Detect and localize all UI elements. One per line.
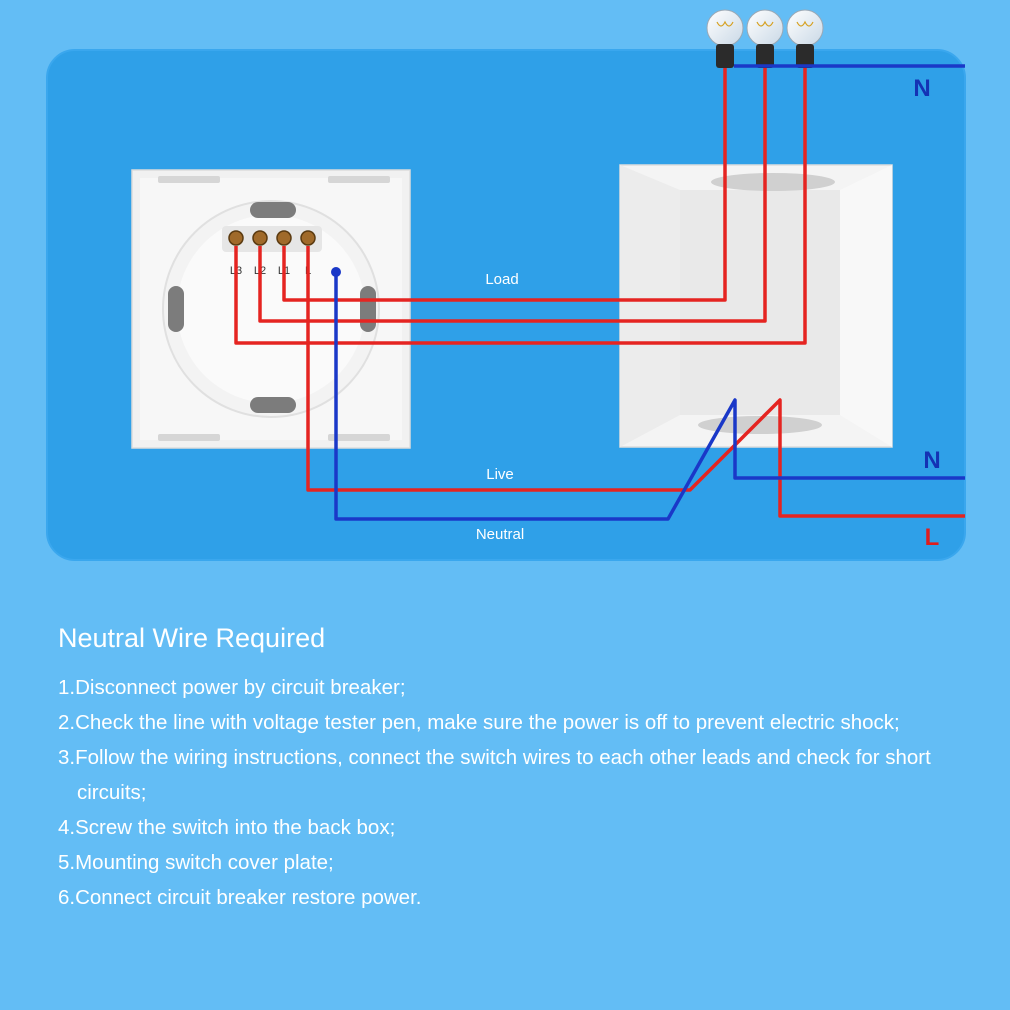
live-right-label: L (925, 524, 940, 551)
terminal-screws (228, 230, 316, 246)
step-item: 4.Screw the switch into the back box; (58, 816, 396, 839)
instructions-steps: 1.Disconnect power by circuit breaker; 2… (58, 670, 958, 915)
wall-switch: L3 L2 L1 L (131, 169, 411, 449)
neutral-top-label: N (913, 75, 930, 102)
instructions-section: Neutral Wire Required 1.Disconnect power… (58, 620, 958, 915)
step-item: 2.Check the line with voltage tester pen… (58, 711, 900, 734)
neutral-wire (334, 272, 965, 521)
live-label: Live (486, 466, 514, 483)
bulb-3 (786, 9, 824, 68)
load-wire-l2 (258, 68, 767, 323)
bulb-1 (706, 9, 744, 68)
light-bulbs (706, 9, 824, 68)
bulb-2 (746, 9, 784, 68)
wires (234, 64, 965, 521)
neutral-right-label: N (923, 447, 940, 474)
step-item: 3.Follow the wiring instructions, connec… (58, 746, 931, 804)
load-wire-l3 (234, 68, 807, 345)
wiring-diagram: L3 L2 L1 L (46, 9, 966, 561)
load-label: Load (485, 271, 518, 288)
instructions-title: Neutral Wire Required (58, 623, 326, 653)
step-item: 5.Mounting switch cover plate; (58, 851, 334, 874)
load-wire-l1 (282, 68, 727, 302)
step-item: 6.Connect circuit breaker restore power. (58, 886, 422, 909)
neutral-label: Neutral (476, 526, 524, 543)
step-item: 1.Disconnect power by circuit breaker; (58, 676, 406, 699)
junction-box (619, 164, 893, 448)
